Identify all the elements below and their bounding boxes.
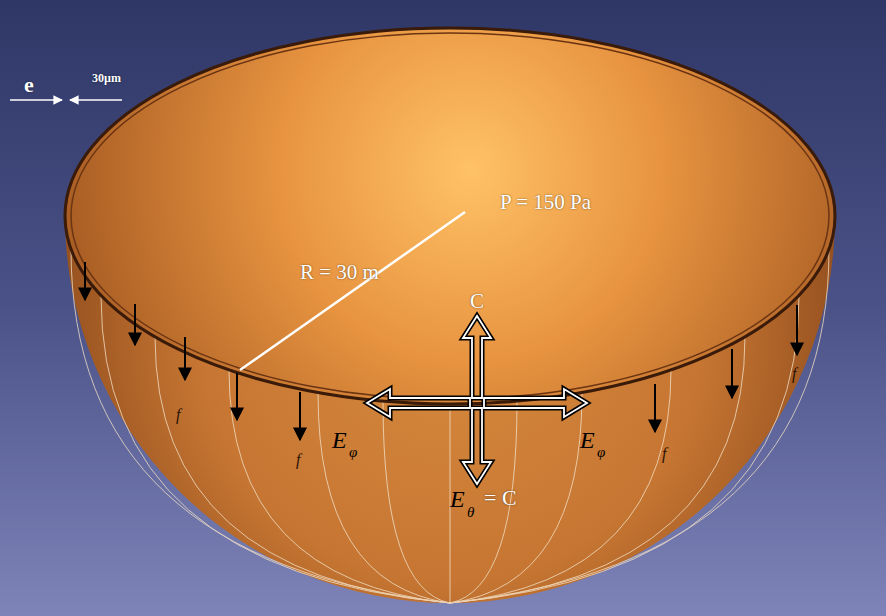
force-label: f (296, 452, 300, 468)
stress-subscript: θ (467, 505, 474, 520)
stress-symbol: E (450, 487, 465, 511)
stress-subscript: φ (597, 445, 605, 460)
inner-surface (65, 28, 835, 404)
rim-outer (65, 28, 835, 404)
thickness-symbol: e (24, 74, 34, 96)
radius-label: R = 30 m (300, 262, 379, 283)
force-label: f (176, 407, 180, 423)
stress-arrows (367, 316, 587, 484)
thickness-value: 30µm (92, 72, 121, 84)
force-label: f (792, 366, 796, 382)
pressure-label: P = 150 Pa (500, 192, 591, 213)
stress-symbol: E (580, 428, 595, 452)
meridian-lines (71, 249, 829, 603)
stress-label: C (470, 291, 484, 312)
force-label: f (662, 446, 666, 462)
stress-equality: = C (484, 487, 517, 509)
stress-symbol: E (332, 428, 347, 452)
radius-line (240, 212, 465, 370)
outer-shell (65, 216, 835, 603)
thickness-arrows (10, 99, 122, 101)
load-arrows (85, 262, 797, 440)
rim-inner (71, 33, 829, 399)
stress-subscript: φ (349, 445, 357, 460)
